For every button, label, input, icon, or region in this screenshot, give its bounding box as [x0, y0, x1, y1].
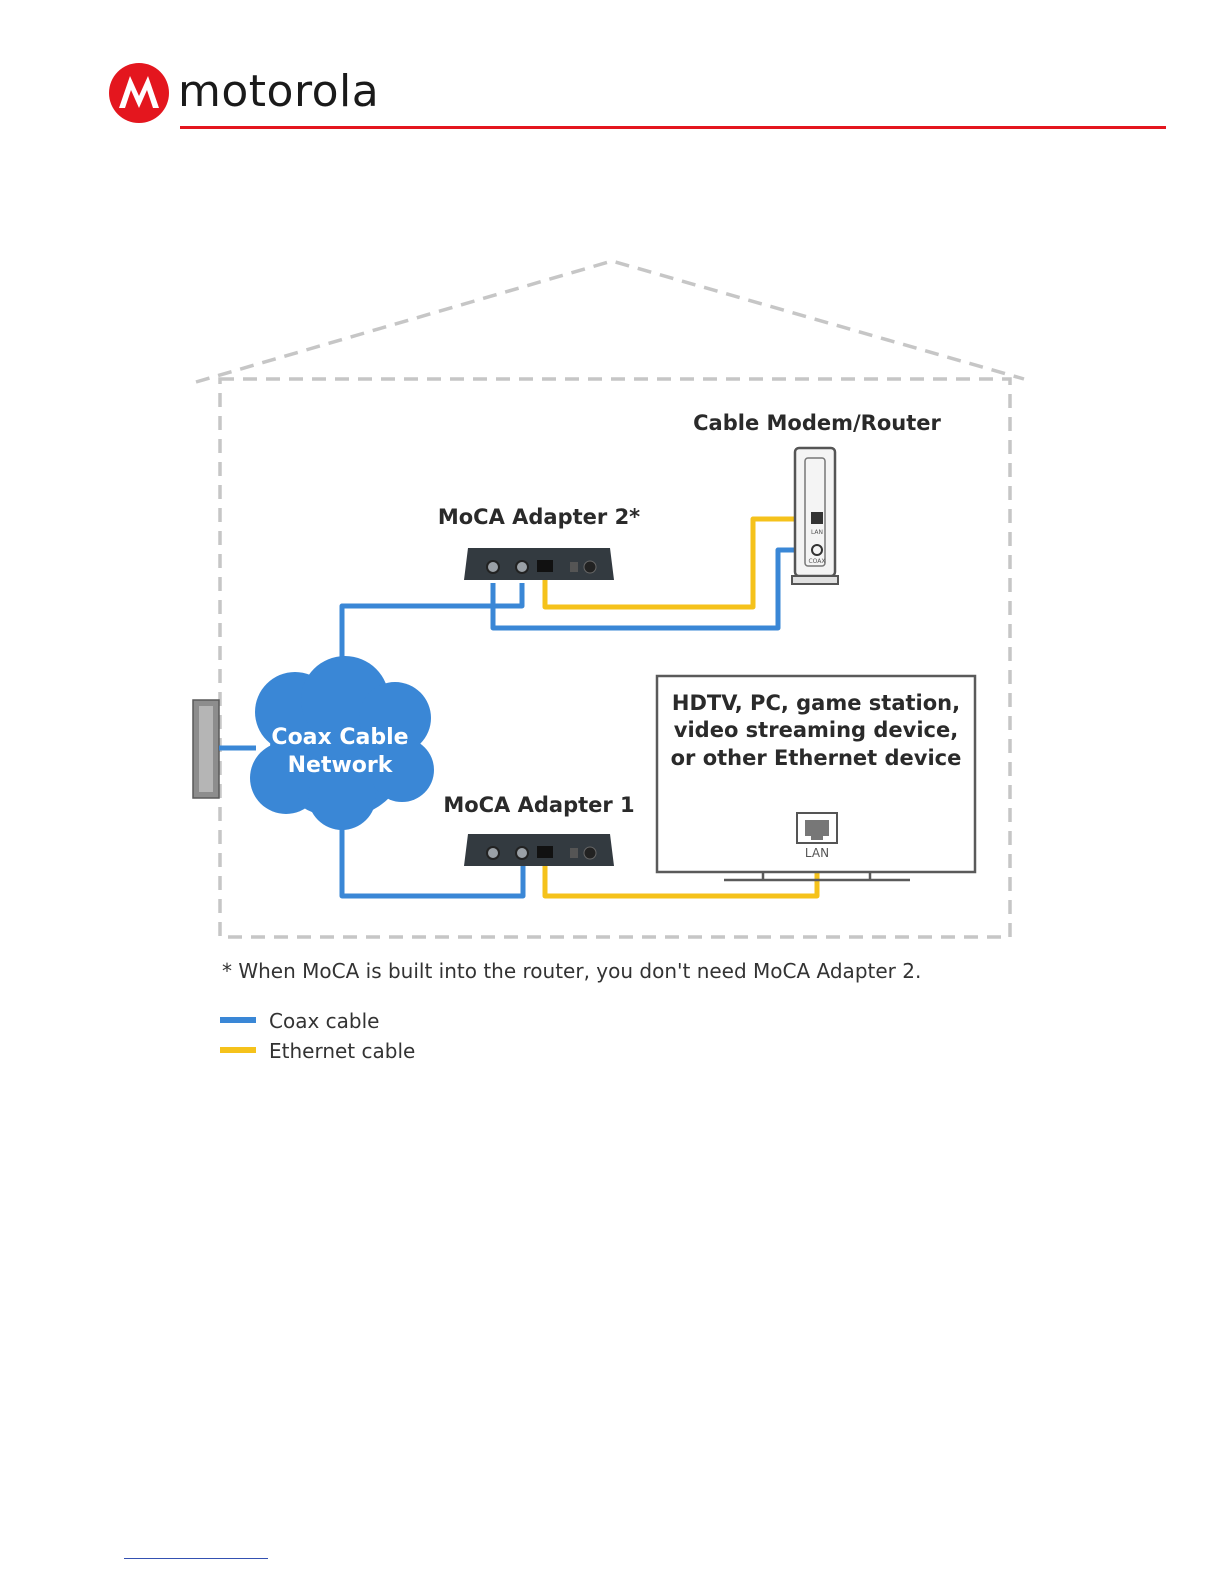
legend-ethernet-label: Ethernet cable — [269, 1039, 415, 1063]
cloud-label-line1: Coax Cable — [271, 725, 408, 750]
lan-port-icon — [797, 813, 837, 843]
coax-cable-network-cloud: Coax Cable Network — [250, 656, 434, 830]
device-label-line1: HDTV, PC, game station, — [672, 691, 960, 715]
device-label-line2: video streaming device, — [674, 718, 958, 742]
ethernet-device: HDTV, PC, game station, video streaming … — [657, 676, 975, 880]
adapter2-label: MoCA Adapter 2* — [438, 505, 640, 529]
modem-coax-port-label: COAX — [808, 558, 825, 565]
cloud-label-line2: Network — [288, 753, 394, 778]
legend-coax-swatch — [220, 1017, 256, 1023]
moca-adapter-2: MoCA Adapter 2* — [438, 505, 640, 580]
legend: Coax cable Ethernet cable — [220, 1009, 415, 1063]
modem-label: Cable Modem/Router — [693, 411, 941, 435]
footnote: * When MoCA is built into the router, yo… — [222, 959, 921, 983]
adapter1-label: MoCA Adapter 1 — [443, 793, 634, 817]
legend-ethernet-swatch — [220, 1047, 256, 1053]
device-lan-label: LAN — [805, 846, 829, 860]
device-label-line3: or other Ethernet device — [671, 746, 962, 770]
cable-modem-router: Cable Modem/Router LAN COAX — [693, 411, 941, 584]
moca-adapter-1: MoCA Adapter 1 — [443, 793, 634, 866]
footer-link-underline — [124, 1558, 268, 1559]
wall-jack — [193, 700, 256, 798]
legend-coax-label: Coax cable — [269, 1009, 379, 1033]
modem-lan-port-label: LAN — [811, 529, 823, 536]
